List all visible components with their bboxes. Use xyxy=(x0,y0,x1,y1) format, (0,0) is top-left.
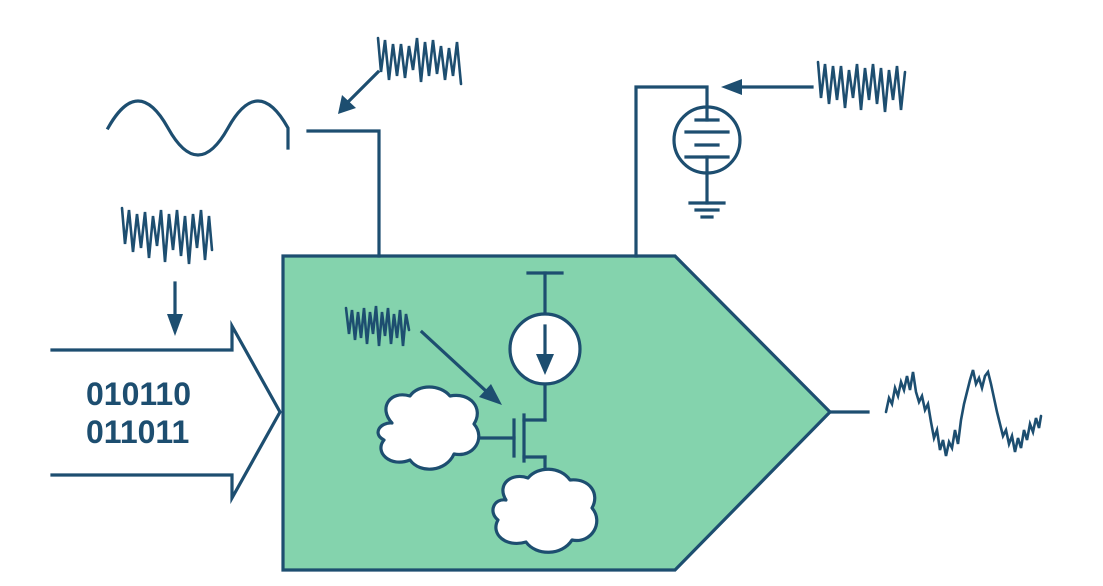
noise-icon-supply xyxy=(816,60,907,113)
supply-lead xyxy=(634,85,709,258)
arrow-icon xyxy=(721,79,742,95)
amplifier-body xyxy=(281,254,833,572)
arrow-icon xyxy=(536,354,554,375)
noise-icon-clock xyxy=(376,36,463,86)
arrow-icon xyxy=(479,384,502,405)
arrow-icon xyxy=(167,314,183,336)
bits-line-1: 010110 xyxy=(86,376,191,412)
data-input-arrow xyxy=(50,319,282,505)
cloud-icon-gate xyxy=(376,385,481,471)
internal-noise-arrow-shaft xyxy=(419,329,490,395)
clock-lead xyxy=(306,129,381,258)
noise-icon-data xyxy=(120,206,214,265)
clock-noise-arrow-shaft xyxy=(345,69,381,105)
cloud-icon-source xyxy=(491,467,599,554)
arrow-icon xyxy=(338,95,356,114)
noise-icon-internal xyxy=(344,305,411,347)
sine-wave-icon xyxy=(105,99,290,157)
noisy-output-icon xyxy=(884,369,1043,457)
bits-line-2: 011011 xyxy=(86,414,189,450)
ground-icon xyxy=(688,201,726,219)
